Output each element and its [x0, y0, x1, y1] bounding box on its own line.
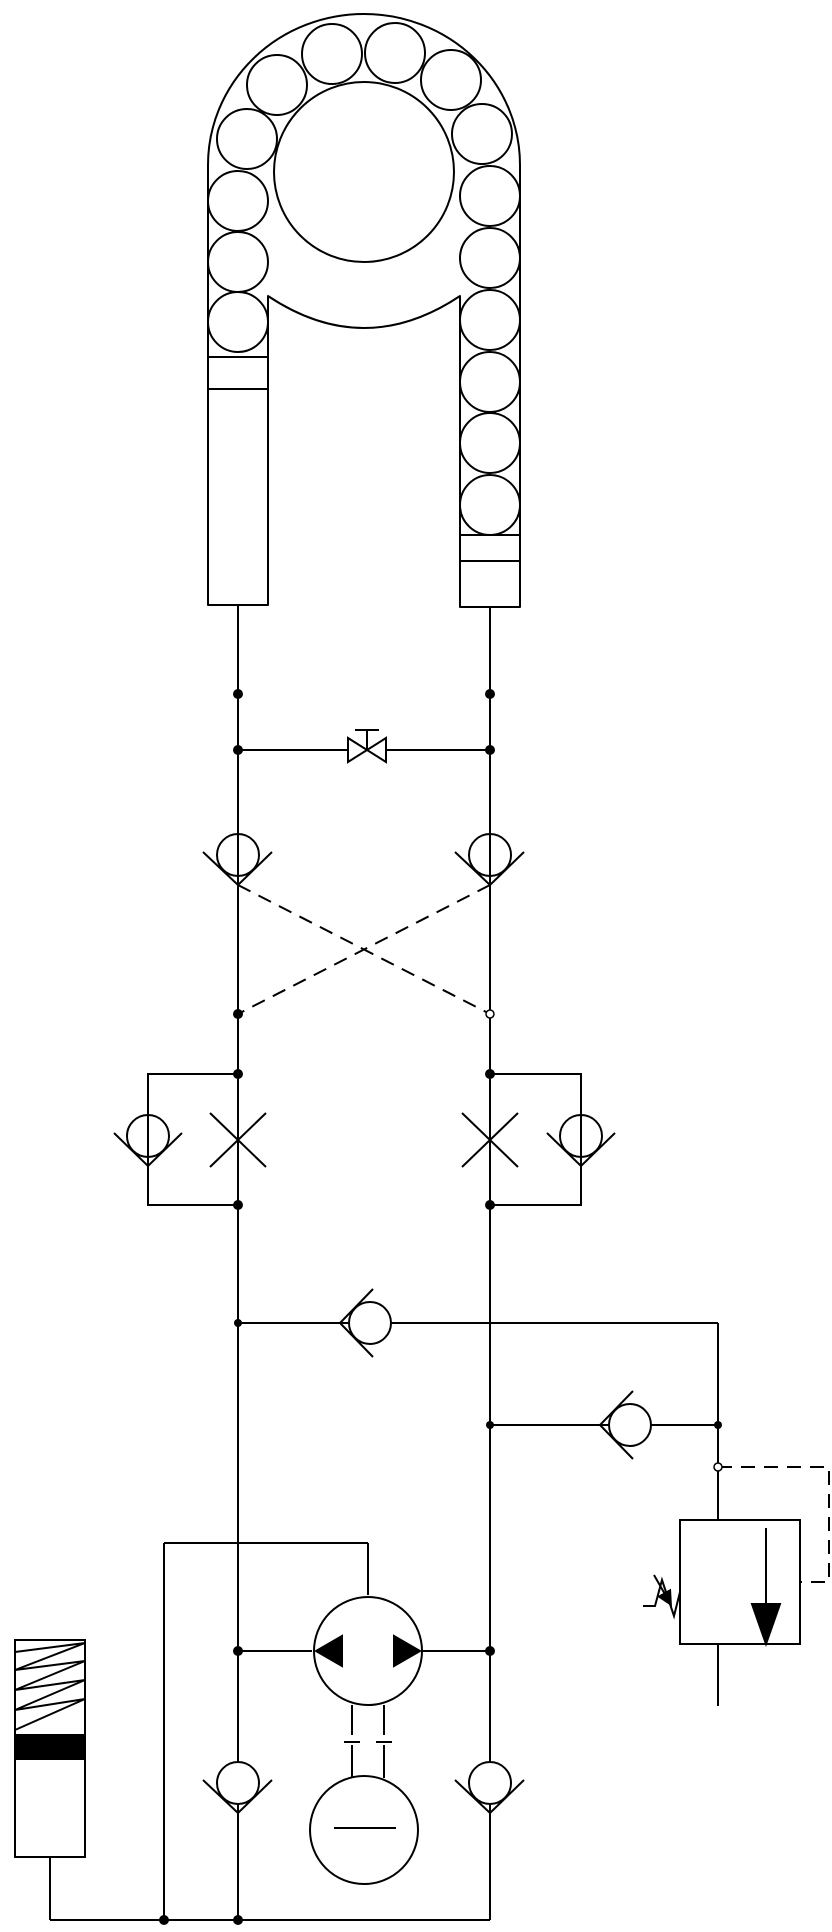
roller: [246, 54, 308, 116]
motor-body: [309, 1775, 419, 1885]
shutoff-valve[interactable]: [238, 729, 490, 764]
junction-dot: [714, 1421, 722, 1429]
check-ball: [126, 1114, 170, 1158]
junction-dot: [233, 745, 243, 755]
junction-dot: [485, 1069, 495, 1079]
check-seat: [113, 1132, 183, 1168]
sprocket-wheel: [273, 81, 455, 263]
junction-dot: [485, 689, 495, 699]
roller: [216, 108, 278, 170]
check-seat: [338, 1288, 374, 1358]
throttle-left: [209, 1112, 240, 1168]
roller: [207, 170, 269, 232]
junction-dot: [233, 1200, 243, 1210]
junction-dot: [485, 1200, 495, 1210]
shutoff-valve-body: [347, 736, 387, 764]
actuator-inner-wall: [267, 295, 461, 608]
pump-triangle-right: [393, 1634, 423, 1668]
check-valve-upper: [338, 1288, 392, 1358]
relief-pilot-line: [718, 1466, 830, 1583]
roller: [459, 412, 521, 474]
adjustable-arrow-icon: [653, 1574, 672, 1607]
junction-dot: [485, 1646, 495, 1656]
junction-dot: [485, 745, 495, 755]
roller: [207, 291, 269, 353]
check-seat: [546, 1132, 616, 1168]
junction-dot: [233, 1915, 243, 1925]
roller: [459, 289, 521, 351]
junction-dot: [233, 1009, 243, 1019]
check-ball: [216, 833, 260, 877]
one-way-flow-control-left: [113, 1073, 267, 1206]
junction-dot: [234, 1319, 242, 1327]
junction-dot: [486, 1421, 494, 1429]
relief-flow-arrowhead: [750, 1603, 782, 1648]
roller: [207, 231, 269, 293]
junction-dot: [233, 1646, 243, 1656]
check-ball: [468, 1761, 512, 1805]
throttle-right: [236, 1112, 267, 1168]
bidirectional-pump: [313, 1596, 423, 1706]
junction-dot: [233, 689, 243, 699]
roller: [301, 23, 363, 85]
one-way-flow-control-right: [461, 1073, 616, 1206]
electric-motor: [309, 1775, 419, 1885]
check-valve-lower: [598, 1390, 652, 1460]
bypass-loop: [490, 1073, 582, 1206]
main-lines: [49, 605, 719, 1921]
actuator-housing: [207, 13, 521, 608]
roller: [451, 103, 513, 165]
roller: [364, 22, 426, 84]
roller: [459, 351, 521, 413]
roller: [459, 165, 521, 227]
check-seat: [598, 1390, 634, 1460]
pilot-line-b: [237, 884, 491, 1015]
roller: [459, 474, 521, 536]
check-ball: [216, 1761, 260, 1805]
roller-chain-actuator: [207, 13, 521, 608]
pilot-lines: [237, 884, 491, 1015]
roller: [459, 227, 521, 289]
accumulator-spring: [14, 1642, 86, 1731]
junction-dot: [159, 1915, 169, 1925]
open-junction-dot: [713, 1462, 723, 1472]
pump-triangle-left: [313, 1634, 343, 1668]
throttle-right: [488, 1112, 519, 1168]
accumulator-piston: [14, 1734, 86, 1760]
check-seat: [454, 1779, 525, 1815]
check-ball: [559, 1114, 603, 1158]
check-valve-bottom-left: [202, 1761, 273, 1815]
check-ball: [468, 833, 512, 877]
throttle-left: [461, 1112, 492, 1168]
open-junctions: [485, 1009, 723, 1472]
accumulator: [14, 1639, 86, 1858]
relief-valve-body: [679, 1519, 801, 1645]
check-seat: [202, 1779, 273, 1815]
roller-chain: [207, 22, 521, 536]
shaft-coupling: [344, 1705, 392, 1778]
pressure-relief-valve[interactable]: [643, 1466, 830, 1648]
relief-spring: [643, 1576, 681, 1620]
junctions: [159, 689, 722, 1925]
roller: [420, 49, 482, 111]
open-junction-dot: [485, 1009, 495, 1019]
bypass-loop: [147, 1073, 238, 1206]
junction-dot: [233, 1069, 243, 1079]
check-ball: [348, 1301, 392, 1345]
check-ball: [608, 1403, 652, 1447]
check-valve-bottom-right: [454, 1761, 525, 1815]
